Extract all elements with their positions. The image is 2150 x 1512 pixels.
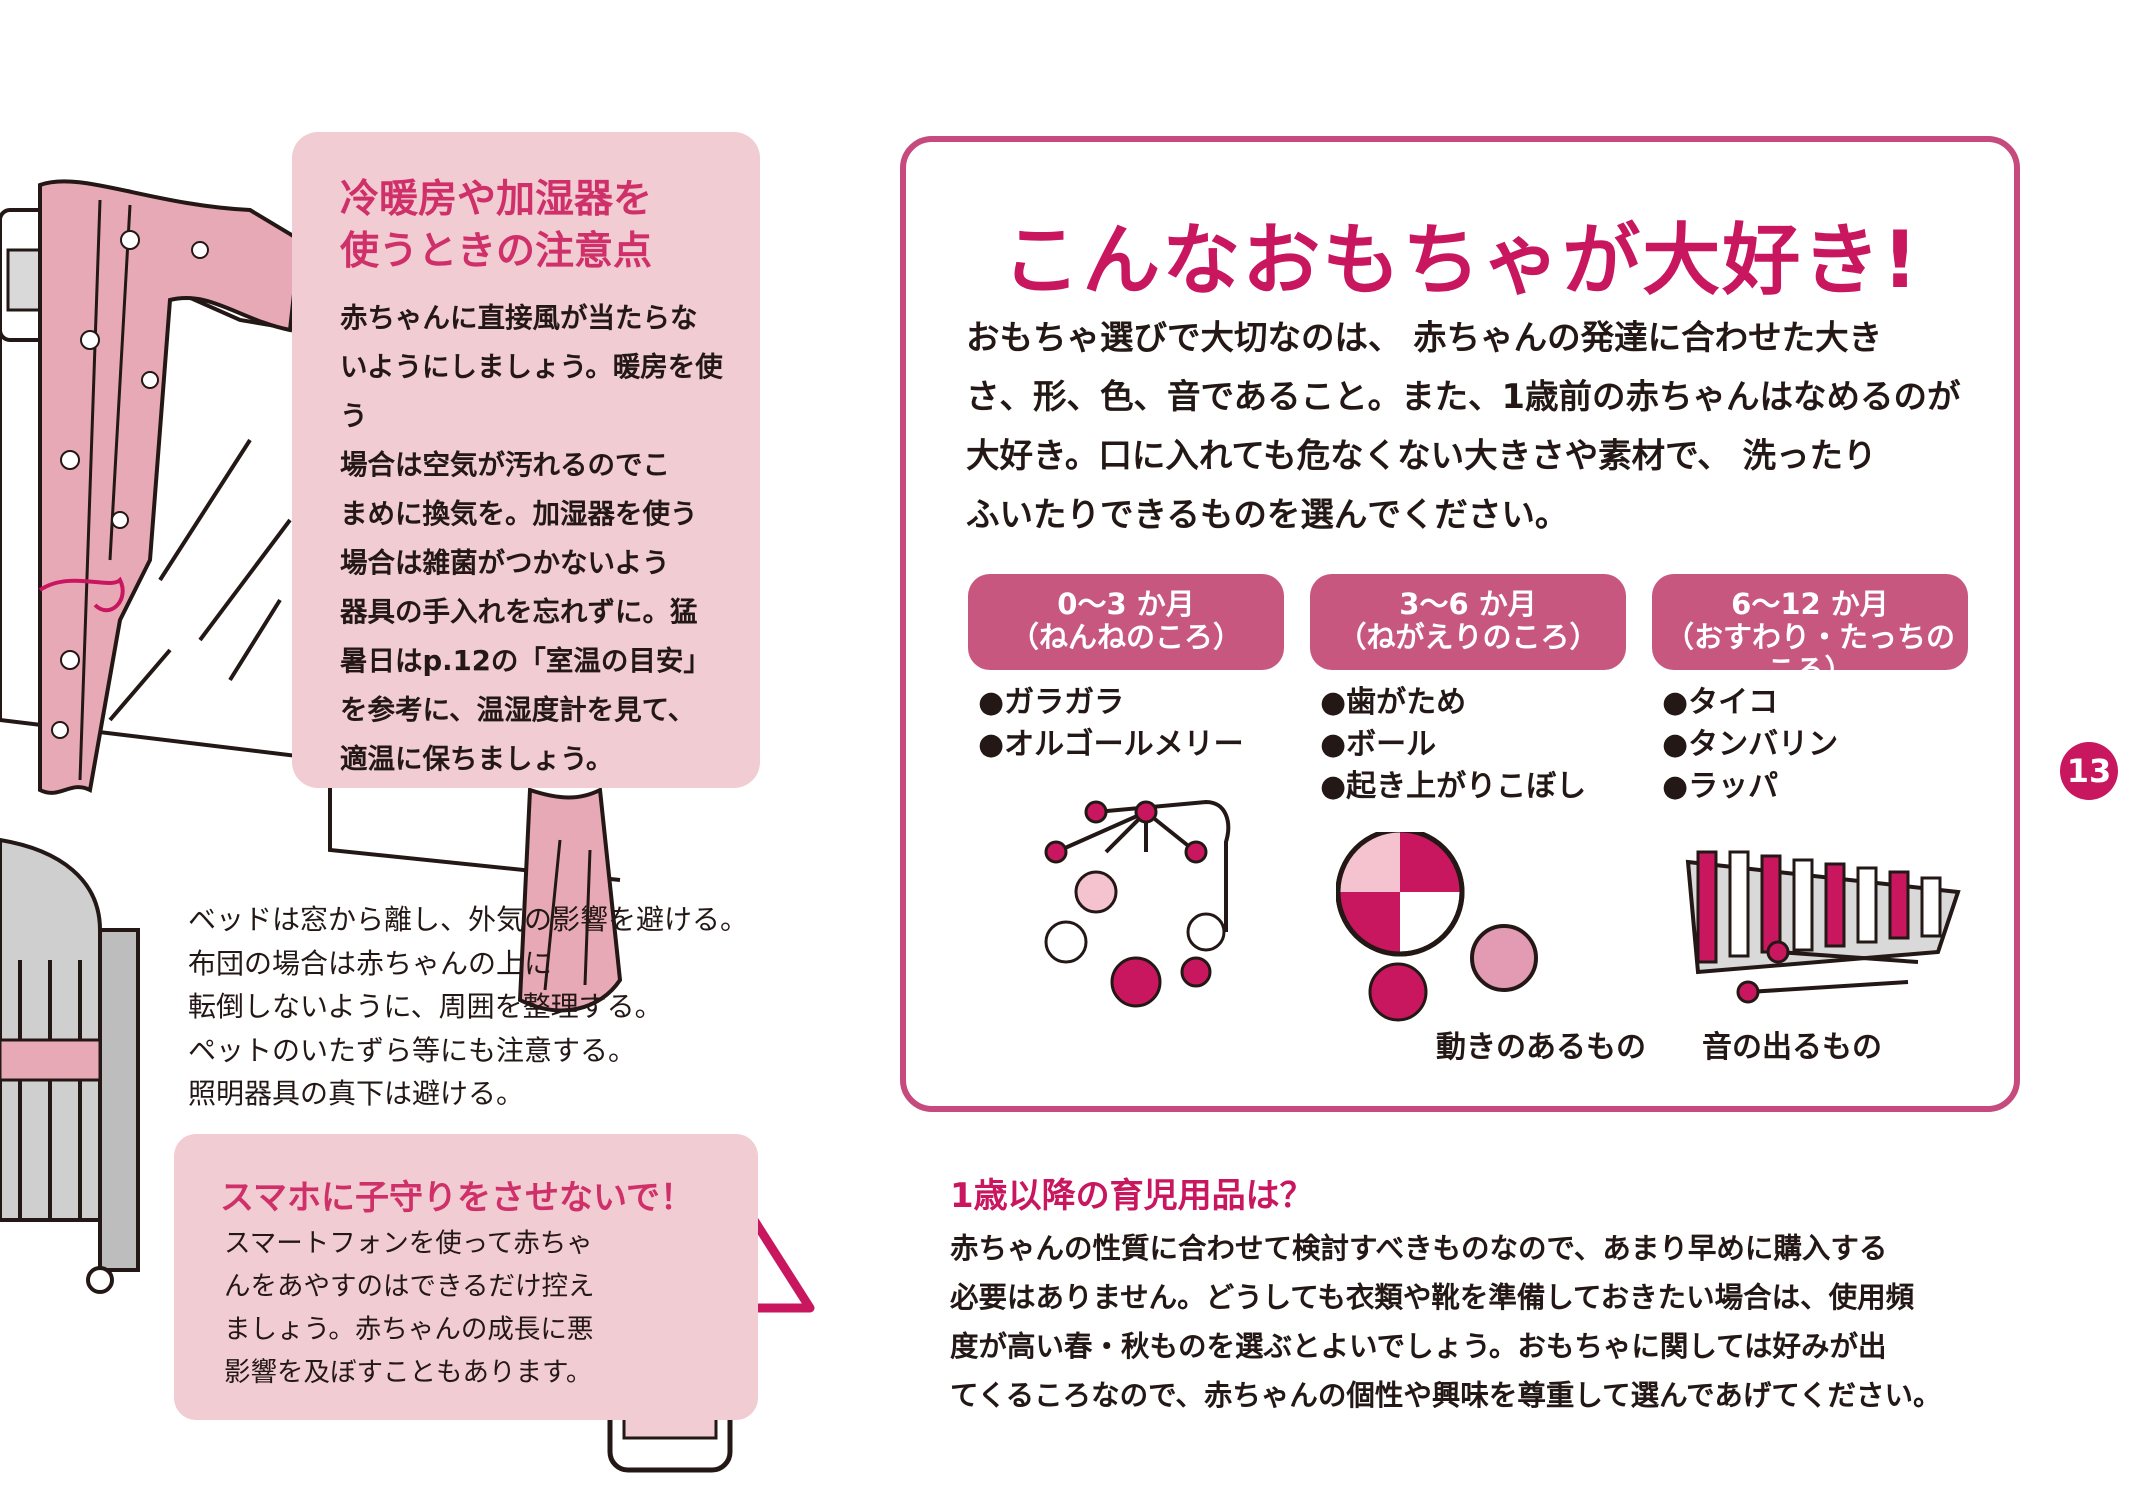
smartphone-warning-title: スマホに子守りをさせないで！ [220, 1178, 694, 1218]
smartphone-warning-card: スマホに子守りをさせないで！ スマートフォンを使って赤ちゃ んをあやすのはできる… [174, 1134, 758, 1420]
age-tab-0-3: 0〜3 か月 （ねんねのころ） [968, 574, 1284, 670]
age-tab-3-6: 3〜6 か月 （ねがえりのころ） [1310, 574, 1626, 670]
baby-bed-icon [0, 837, 140, 1294]
list-item: ●ガラガラ [978, 685, 1125, 720]
curtain-left-icon [38, 179, 303, 795]
baby-mobile-icon [1044, 799, 1231, 1008]
balls-icon [1336, 832, 1538, 1022]
xylophone-icon [1685, 850, 1961, 1004]
heating-caution-card: 冷暖房や加湿器を 使うときの注意点 赤ちゃんに直接風が当たらな いようにしましょ… [292, 132, 760, 788]
list-item: ●タンバリン [1662, 727, 1839, 762]
list-item: ●オルゴールメリー [978, 727, 1244, 762]
list-item: ●ボール [1320, 727, 1437, 762]
toy-list-0-3: ●ガラガラ ●オルゴールメリー [978, 682, 1244, 766]
list-item: ●歯がため [1320, 685, 1467, 720]
toy-guide-title: こんなおもちゃが大好き! [1002, 216, 1920, 306]
after-one-year-body: 赤ちゃんの性質に合わせて検討すべきものなので、あまり早めに購入する 必要はありま… [950, 1232, 1942, 1412]
toy-list-6-12: ●タイコ ●タンバリン ●ラッパ [1662, 682, 1838, 808]
label-sound-toys: 音の出るもの [1702, 1030, 1882, 1065]
list-item: ●起き上がりこぼし [1320, 769, 1587, 804]
toy-guide-card: こんなおもちゃが大好き! おもちゃ選びで大切なのは、 赤ちゃんの発達に合わせた大… [900, 136, 2020, 1112]
list-item: ●タイコ [1662, 685, 1779, 720]
bed-placement-note: ベッドは窓から離し、外気の影響を避ける。 布団の場合は赤ちゃんの上に 転倒しない… [188, 903, 749, 1110]
list-item: ●ラッパ [1662, 769, 1779, 804]
heating-caution-body: 赤ちゃんに直接風が当たらな いようにしましょう。暖房を使う 場合は空気が汚れるの… [340, 302, 723, 775]
label-moving-toys: 動きのあるもの [1436, 1030, 1646, 1065]
page-number-badge: 13 [2060, 742, 2118, 800]
smartphone-warning-body: スマートフォンを使って赤ちゃ んをあやすのはできるだけ控え ましょう。赤ちゃんの… [224, 1228, 595, 1388]
after-one-year-title: 1歳以降の育児用品は？ [950, 1176, 1314, 1216]
toy-list-3-6: ●歯がため ●ボール ●起き上がりこぼし [1320, 682, 1586, 808]
curtain-right-icon [517, 786, 623, 1013]
age-tab-6-12: 6〜12 か月 （おすわり・たっちのころ） [1652, 574, 1968, 687]
heating-caution-title: 冷暖房や加湿器を 使うときの注意点 [340, 177, 653, 274]
toy-guide-intro: おもちゃ選びで大切なのは、 赤ちゃんの発達に合わせた大き さ、形、色、音であるこ… [966, 318, 1961, 534]
